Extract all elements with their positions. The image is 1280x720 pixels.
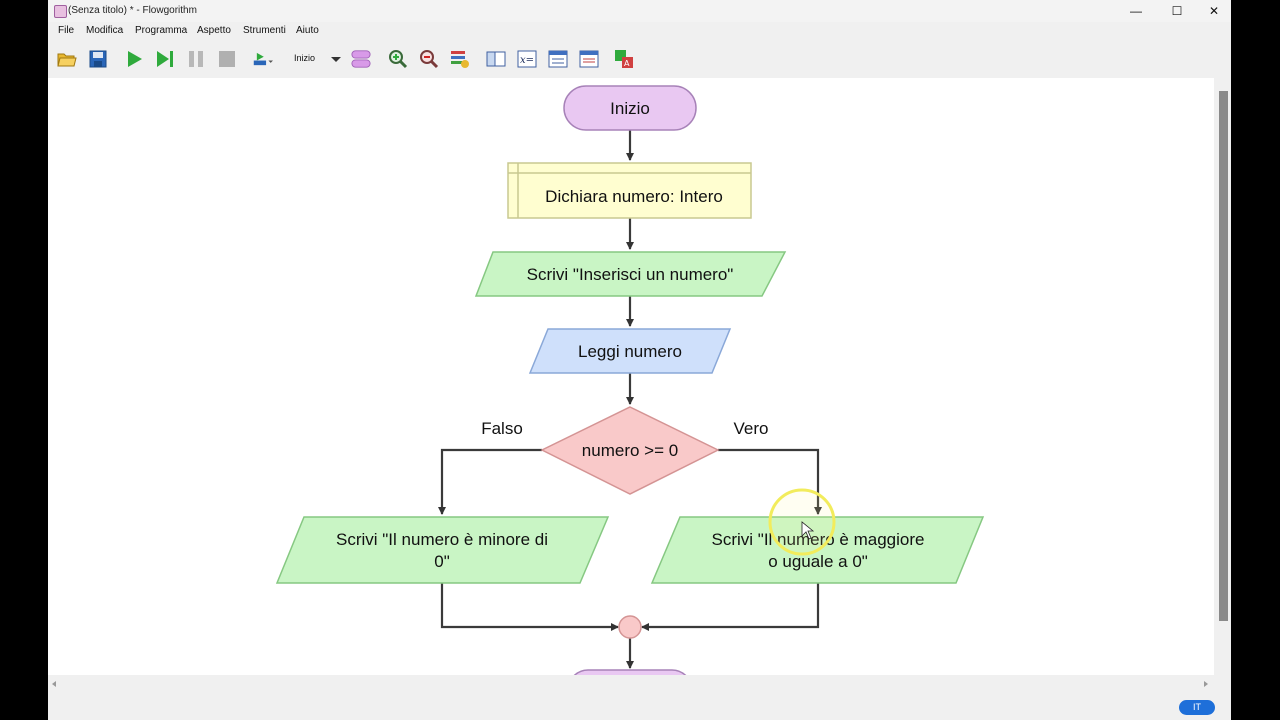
output-block-1[interactable]: Scrivi "Inserisci un numero" [474,251,787,297]
menu-aspetto[interactable]: Aspetto [197,25,231,36]
svg-text:A: A [624,59,630,68]
minimize-button[interactable]: — [1130,4,1142,18]
scroll-right-icon[interactable] [1202,680,1210,688]
false-branch-label: Falso [481,419,523,438]
output-false-label-line1: Scrivi "Il numero è minore di [336,530,548,549]
translate-icon[interactable]: A [614,49,634,69]
menu-aiuto[interactable]: Aiuto [296,25,319,36]
vertical-scrollbar[interactable] [1214,78,1231,675]
maximize-button[interactable]: ☐ [1171,4,1183,18]
menu-modifica[interactable]: Modifica [86,25,124,36]
output-true-label-line1: Scrivi "Il numero è maggiore [712,530,925,549]
stop-icon[interactable] [217,49,237,69]
mouse-cursor-icon [801,521,815,540]
merge-point[interactable] [618,615,642,639]
app-icon [54,5,67,18]
true-branch-label: Vero [734,419,769,438]
decision-block[interactable]: numero >= 0 [540,406,720,495]
toolbar: Inizio x= [48,42,1231,74]
output-false-label-line2: 0" [434,552,450,571]
function-shape-icon[interactable] [351,49,371,69]
title-bar: (Senza titolo) * - Flowgorithm — ☐ ✕ [48,0,1231,22]
declare-block[interactable]: Dichiara numero: Intero [507,162,752,219]
app-window: (Senza titolo) * - Flowgorithm — ☐ ✕ Fil… [48,0,1231,720]
input-label: Leggi numero [578,342,682,361]
close-button[interactable]: ✕ [1208,4,1220,18]
menu-programma[interactable]: Programma [135,25,188,36]
log-icon[interactable] [579,49,599,69]
language-badge[interactable]: IT [1179,700,1215,715]
menu-strumenti[interactable]: Strumenti [243,25,286,36]
open-folder-icon[interactable] [57,49,77,69]
function-select[interactable]: Inizio [294,53,316,63]
start-label: Inizio [610,99,650,118]
chevron-down-icon[interactable] [326,49,346,69]
speed-icon[interactable] [253,49,273,69]
variables-icon[interactable]: x= [517,49,537,69]
zoom-in-icon[interactable] [388,49,408,69]
menu-file[interactable]: File [58,25,75,36]
end-terminal[interactable] [568,669,692,675]
source-icon[interactable] [548,49,568,69]
menu-bar: File Modifica Programma Aspetto Strument… [48,22,1231,40]
zoom-out-icon[interactable] [419,49,439,69]
declare-label: Dichiara numero: Intero [545,187,723,206]
decision-label: numero >= 0 [582,441,678,460]
svg-text:x=: x= [520,55,534,66]
flowchart: Inizio Dichiara numero: Intero Scrivi "I… [275,85,985,675]
step-icon[interactable] [155,49,175,69]
layout-icon[interactable] [450,49,470,69]
status-bar: IT [48,692,1231,720]
output-1-label: Scrivi "Inserisci un numero" [527,265,734,284]
console-icon[interactable] [486,49,506,69]
run-icon[interactable] [124,49,144,69]
output-block-false[interactable]: Scrivi "Il numero è minore di 0" [275,516,610,584]
horizontal-scrollbar[interactable] [48,675,1214,692]
window-title: (Senza titolo) * - Flowgorithm [68,5,197,16]
flowchart-canvas[interactable]: Inizio Dichiara numero: Intero Scrivi "I… [48,78,1214,675]
input-block[interactable]: Leggi numero [528,328,732,374]
scroll-left-icon[interactable] [50,680,58,688]
start-terminal[interactable]: Inizio [563,85,697,131]
save-icon[interactable] [88,49,108,69]
connectors [438,130,822,669]
pause-icon[interactable] [186,49,206,69]
output-true-label-line2: o uguale a 0" [768,552,868,571]
vertical-scroll-thumb[interactable] [1219,91,1228,621]
